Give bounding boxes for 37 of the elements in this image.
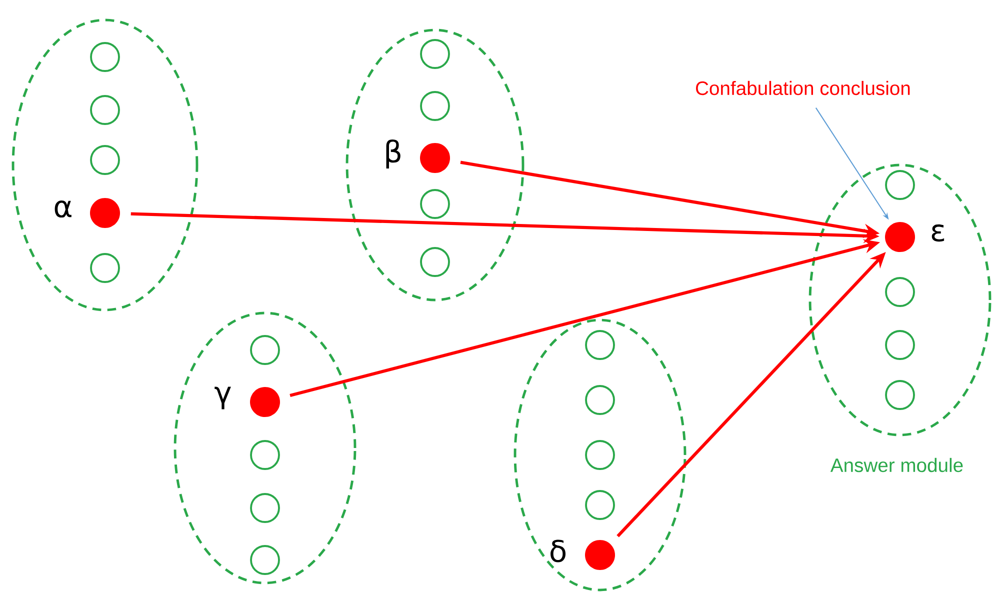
letter-label: γ: [214, 386, 231, 410]
unit-circle: [90, 42, 120, 72]
unit-circle: [420, 91, 450, 121]
unit-circle: [585, 330, 615, 360]
unit-circle: [420, 189, 450, 219]
unit-circle: [420, 39, 450, 69]
active-unit-dot: [90, 198, 120, 228]
callout-text: Confabulation conclusion: [696, 80, 910, 96]
letter-label: β: [386, 139, 400, 169]
unit-circle: [250, 335, 280, 365]
unit-circle: [250, 545, 280, 575]
unit-circle: [885, 330, 915, 360]
active-unit-dot: [250, 387, 280, 417]
unit-circle: [90, 145, 120, 175]
module-ellipse: [808, 164, 992, 436]
unit-circle: [420, 247, 450, 277]
module-ellipse: [346, 28, 524, 302]
unit-circle: [90, 253, 120, 283]
unit-circle: [250, 440, 280, 470]
unit-circle: [250, 493, 280, 523]
unit-circle: [585, 490, 615, 520]
letter-label: δ: [550, 540, 566, 562]
module-ellipse: [12, 18, 198, 312]
unit-circle: [585, 440, 615, 470]
unit-circle: [885, 170, 915, 200]
module-ellipse: [514, 318, 686, 592]
active-unit-dot: [420, 143, 450, 173]
unit-circle: [585, 385, 615, 415]
active-unit-dot: [885, 222, 915, 252]
unit-circle: [90, 95, 120, 125]
module-ellipse: [174, 312, 356, 584]
unit-circle: [885, 380, 915, 410]
module-label: Answer module: [830, 458, 963, 472]
letter-label: ε: [932, 224, 944, 242]
active-unit-dot: [585, 540, 615, 570]
unit-circle: [885, 277, 915, 307]
letter-label: α: [54, 200, 72, 218]
